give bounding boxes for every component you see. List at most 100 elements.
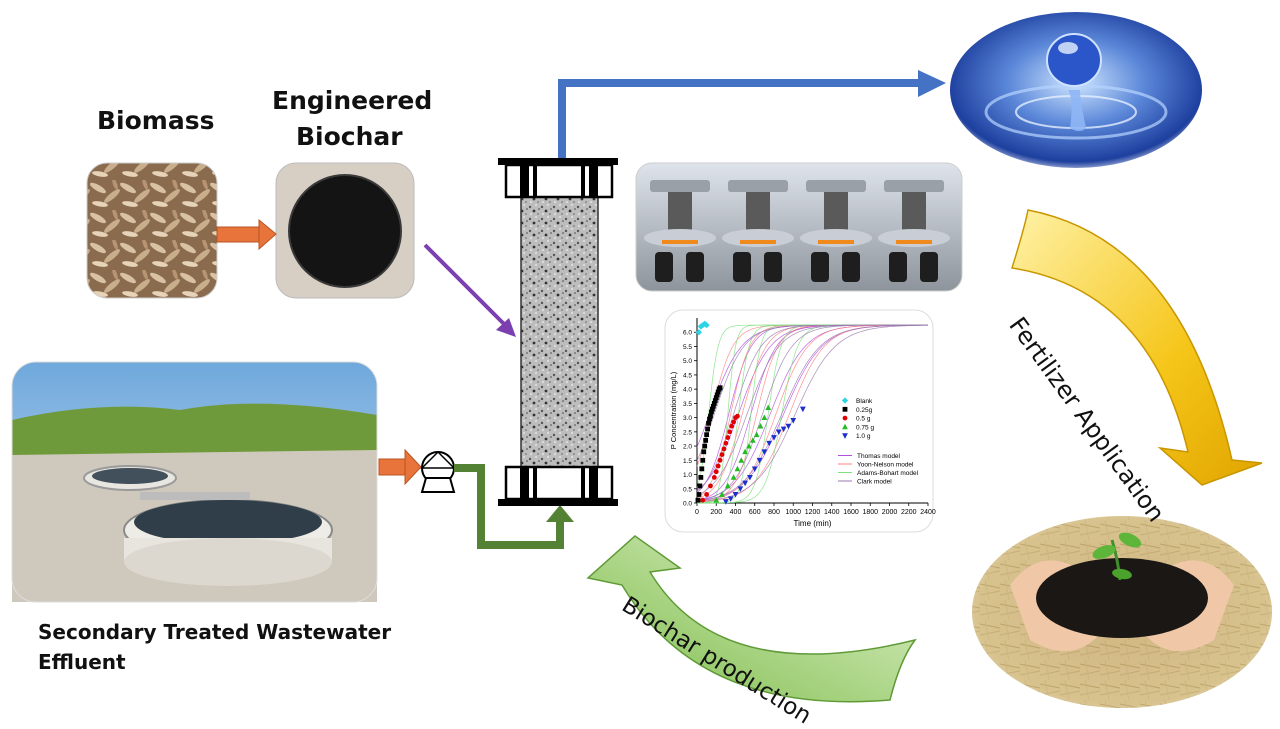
y-tick-label: 2.0 (683, 444, 692, 451)
data-point (696, 492, 702, 497)
x-tick-label: 2400 (920, 509, 936, 516)
biomass-image (86, 162, 218, 299)
pump-icon (420, 450, 456, 493)
process-diagram: 0200400600800100012001400160018002000220… (11, 12, 1272, 708)
data-point (732, 492, 739, 498)
data-point (713, 469, 719, 475)
y-tick-label: 4.5 (683, 372, 692, 379)
data-point (731, 419, 736, 425)
y-tick-label: 2.5 (683, 429, 692, 436)
data-point (842, 415, 848, 421)
x-tick-label: 1800 (862, 509, 878, 516)
y-tick-label: 5.0 (683, 358, 692, 365)
legend-label: 1.0 g (856, 433, 871, 440)
data-point (711, 474, 717, 480)
y-tick-label: 3.0 (683, 415, 692, 422)
data-point (701, 449, 707, 455)
data-point (710, 406, 715, 412)
data-point (738, 457, 745, 463)
y-tick-label: 0.5 (683, 486, 692, 493)
data-point (703, 437, 709, 443)
data-point (771, 435, 777, 441)
data-point (717, 457, 723, 463)
x-tick-label: 1000 (785, 509, 801, 516)
data-point (785, 423, 792, 430)
data-point (727, 496, 734, 502)
data-point (708, 483, 713, 489)
legend-label: 0.25g (856, 407, 873, 414)
data-point (775, 429, 782, 435)
data-point (842, 433, 848, 439)
data-point (707, 416, 712, 422)
data-point (735, 413, 740, 419)
y-tick-label: 1.5 (683, 458, 692, 465)
data-point (751, 466, 758, 472)
data-point (719, 491, 725, 497)
data-point (799, 406, 806, 413)
treated-water-pipe (558, 70, 946, 160)
data-point (747, 474, 753, 481)
x-tick-label: 2200 (901, 509, 917, 516)
data-point (706, 420, 711, 426)
data-point (765, 404, 772, 411)
lab-columns-image (635, 162, 963, 292)
x-axis-label: Time (min) (794, 519, 832, 528)
data-point (725, 435, 731, 440)
data-point (709, 409, 714, 415)
data-point (703, 321, 710, 329)
legend-label: 0.5 g (856, 416, 871, 423)
x-tick-label: 1200 (805, 509, 821, 516)
data-point (715, 389, 721, 395)
data-point (717, 385, 723, 391)
data-point (737, 486, 744, 492)
data-point (757, 423, 764, 429)
data-point (780, 426, 787, 433)
data-point (710, 403, 716, 409)
x-tick-label: 0 (695, 509, 699, 516)
wastewater-label-line1: Secondary Treated Wastewater (38, 620, 392, 644)
data-point (695, 497, 701, 503)
data-point (698, 474, 704, 480)
wastewater-plant-image (11, 361, 378, 603)
data-point (719, 452, 725, 458)
x-tick-label: 600 (749, 509, 761, 516)
data-point (841, 397, 849, 404)
biomass-to-biochar-arrow (216, 218, 277, 251)
data-point (722, 499, 729, 505)
influent-pipe (454, 464, 574, 549)
data-point (702, 443, 708, 449)
data-point (714, 392, 720, 398)
y-tick-label: 0.0 (683, 501, 692, 508)
data-point (704, 432, 710, 438)
data-point (695, 329, 703, 336)
biochar-image (275, 162, 415, 299)
data-point (742, 480, 749, 487)
y-axis-label: P Concentration (mg/L) (669, 371, 678, 449)
legend-label: Adams-Bohart model (857, 470, 919, 477)
data-point (713, 395, 719, 401)
data-point (729, 423, 735, 429)
biomass-label: Biomass (97, 106, 215, 135)
data-point (711, 400, 717, 406)
wastewater-label-line2: Effluent (38, 650, 126, 674)
legend-label: Thomas model (857, 453, 901, 460)
column-icon (498, 158, 618, 506)
x-tick-label: 800 (768, 509, 780, 516)
data-point (842, 406, 848, 412)
data-point (766, 440, 773, 447)
data-point (713, 497, 720, 503)
y-tick-label: 1.0 (683, 472, 692, 479)
data-point (727, 429, 733, 435)
x-tick-label: 1400 (824, 509, 840, 516)
effluent-arrow (378, 448, 422, 486)
data-point (746, 442, 752, 449)
engineered-biochar-label-line2: Biochar (296, 122, 403, 151)
legend-label: Blank (856, 398, 873, 405)
y-tick-label: 5.5 (683, 344, 692, 351)
model-curve (696, 324, 928, 502)
x-tick-label: 200 (710, 509, 722, 516)
soil-plant-image (972, 516, 1272, 708)
data-point (724, 482, 731, 489)
data-point (742, 448, 749, 455)
